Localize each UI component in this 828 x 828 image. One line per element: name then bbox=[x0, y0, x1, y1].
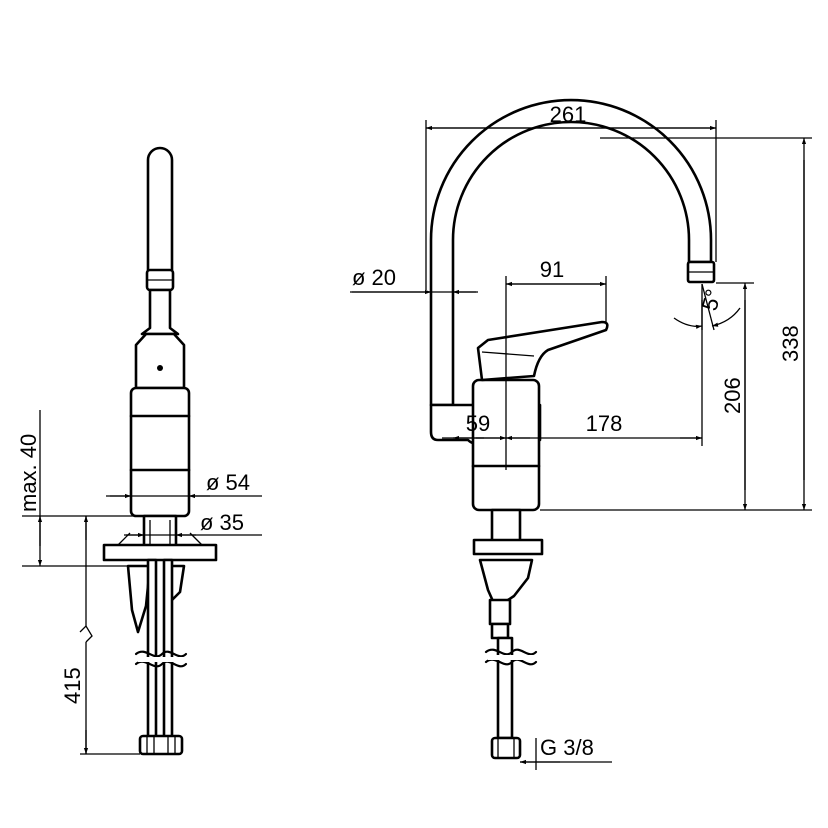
dim-diameter-20: ø 20 bbox=[350, 265, 478, 295]
dim-max-40: max. 40 bbox=[16, 410, 140, 567]
front-spout-rod bbox=[146, 146, 174, 274]
dim-206: 206 bbox=[716, 282, 754, 510]
side-view: 261 338 206 ø 20 bbox=[350, 98, 812, 770]
dim-338-label: 338 bbox=[778, 325, 803, 362]
dim-angle-5: 5° bbox=[673, 283, 741, 331]
front-clamp bbox=[126, 564, 152, 634]
side-lever bbox=[476, 320, 609, 382]
dim-max-40-label: max. 40 bbox=[16, 434, 41, 512]
dim-91-label: 91 bbox=[540, 257, 564, 282]
dim-diameter-20-label: ø 20 bbox=[352, 265, 396, 290]
front-indicator-dot bbox=[157, 365, 163, 371]
front-neck bbox=[140, 288, 180, 336]
dim-178-label: 178 bbox=[586, 411, 623, 436]
dim-261: 261 bbox=[425, 102, 717, 290]
dim-338: 338 bbox=[540, 137, 812, 511]
dim-thread-g38: G 3/8 bbox=[520, 735, 612, 770]
side-shank bbox=[490, 508, 522, 544]
front-hose-left bbox=[146, 558, 158, 740]
dim-415: 415 bbox=[60, 516, 140, 755]
dim-diameter-35: ø 35 bbox=[124, 510, 262, 538]
dim-261-label: 261 bbox=[550, 102, 587, 127]
side-spout bbox=[429, 98, 713, 407]
dim-415-label: 415 bbox=[60, 667, 85, 704]
front-hose-right bbox=[162, 558, 174, 740]
dim-59-label: 59 bbox=[466, 411, 490, 436]
side-hose-fitting bbox=[490, 736, 522, 760]
dim-diameter-54: ø 54 bbox=[106, 470, 262, 499]
front-mounting-plate bbox=[102, 543, 218, 562]
dim-angle-5-label: 5° bbox=[697, 286, 727, 313]
front-view: max. 40 415 ø 54 ø 35 bbox=[16, 146, 262, 756]
dim-91: 91 bbox=[505, 257, 607, 470]
front-hose-fitting bbox=[138, 734, 184, 756]
front-lever-cap bbox=[134, 332, 186, 390]
dim-59-178: 59 178 bbox=[442, 300, 703, 446]
dim-diameter-35-label: ø 35 bbox=[200, 510, 244, 535]
side-clamp bbox=[478, 558, 534, 610]
side-washer bbox=[472, 538, 544, 556]
dim-diameter-54-label: ø 54 bbox=[206, 470, 250, 495]
front-body bbox=[129, 386, 191, 518]
dim-thread-g38-label: G 3/8 bbox=[540, 735, 594, 760]
dim-206-label: 206 bbox=[720, 377, 745, 414]
